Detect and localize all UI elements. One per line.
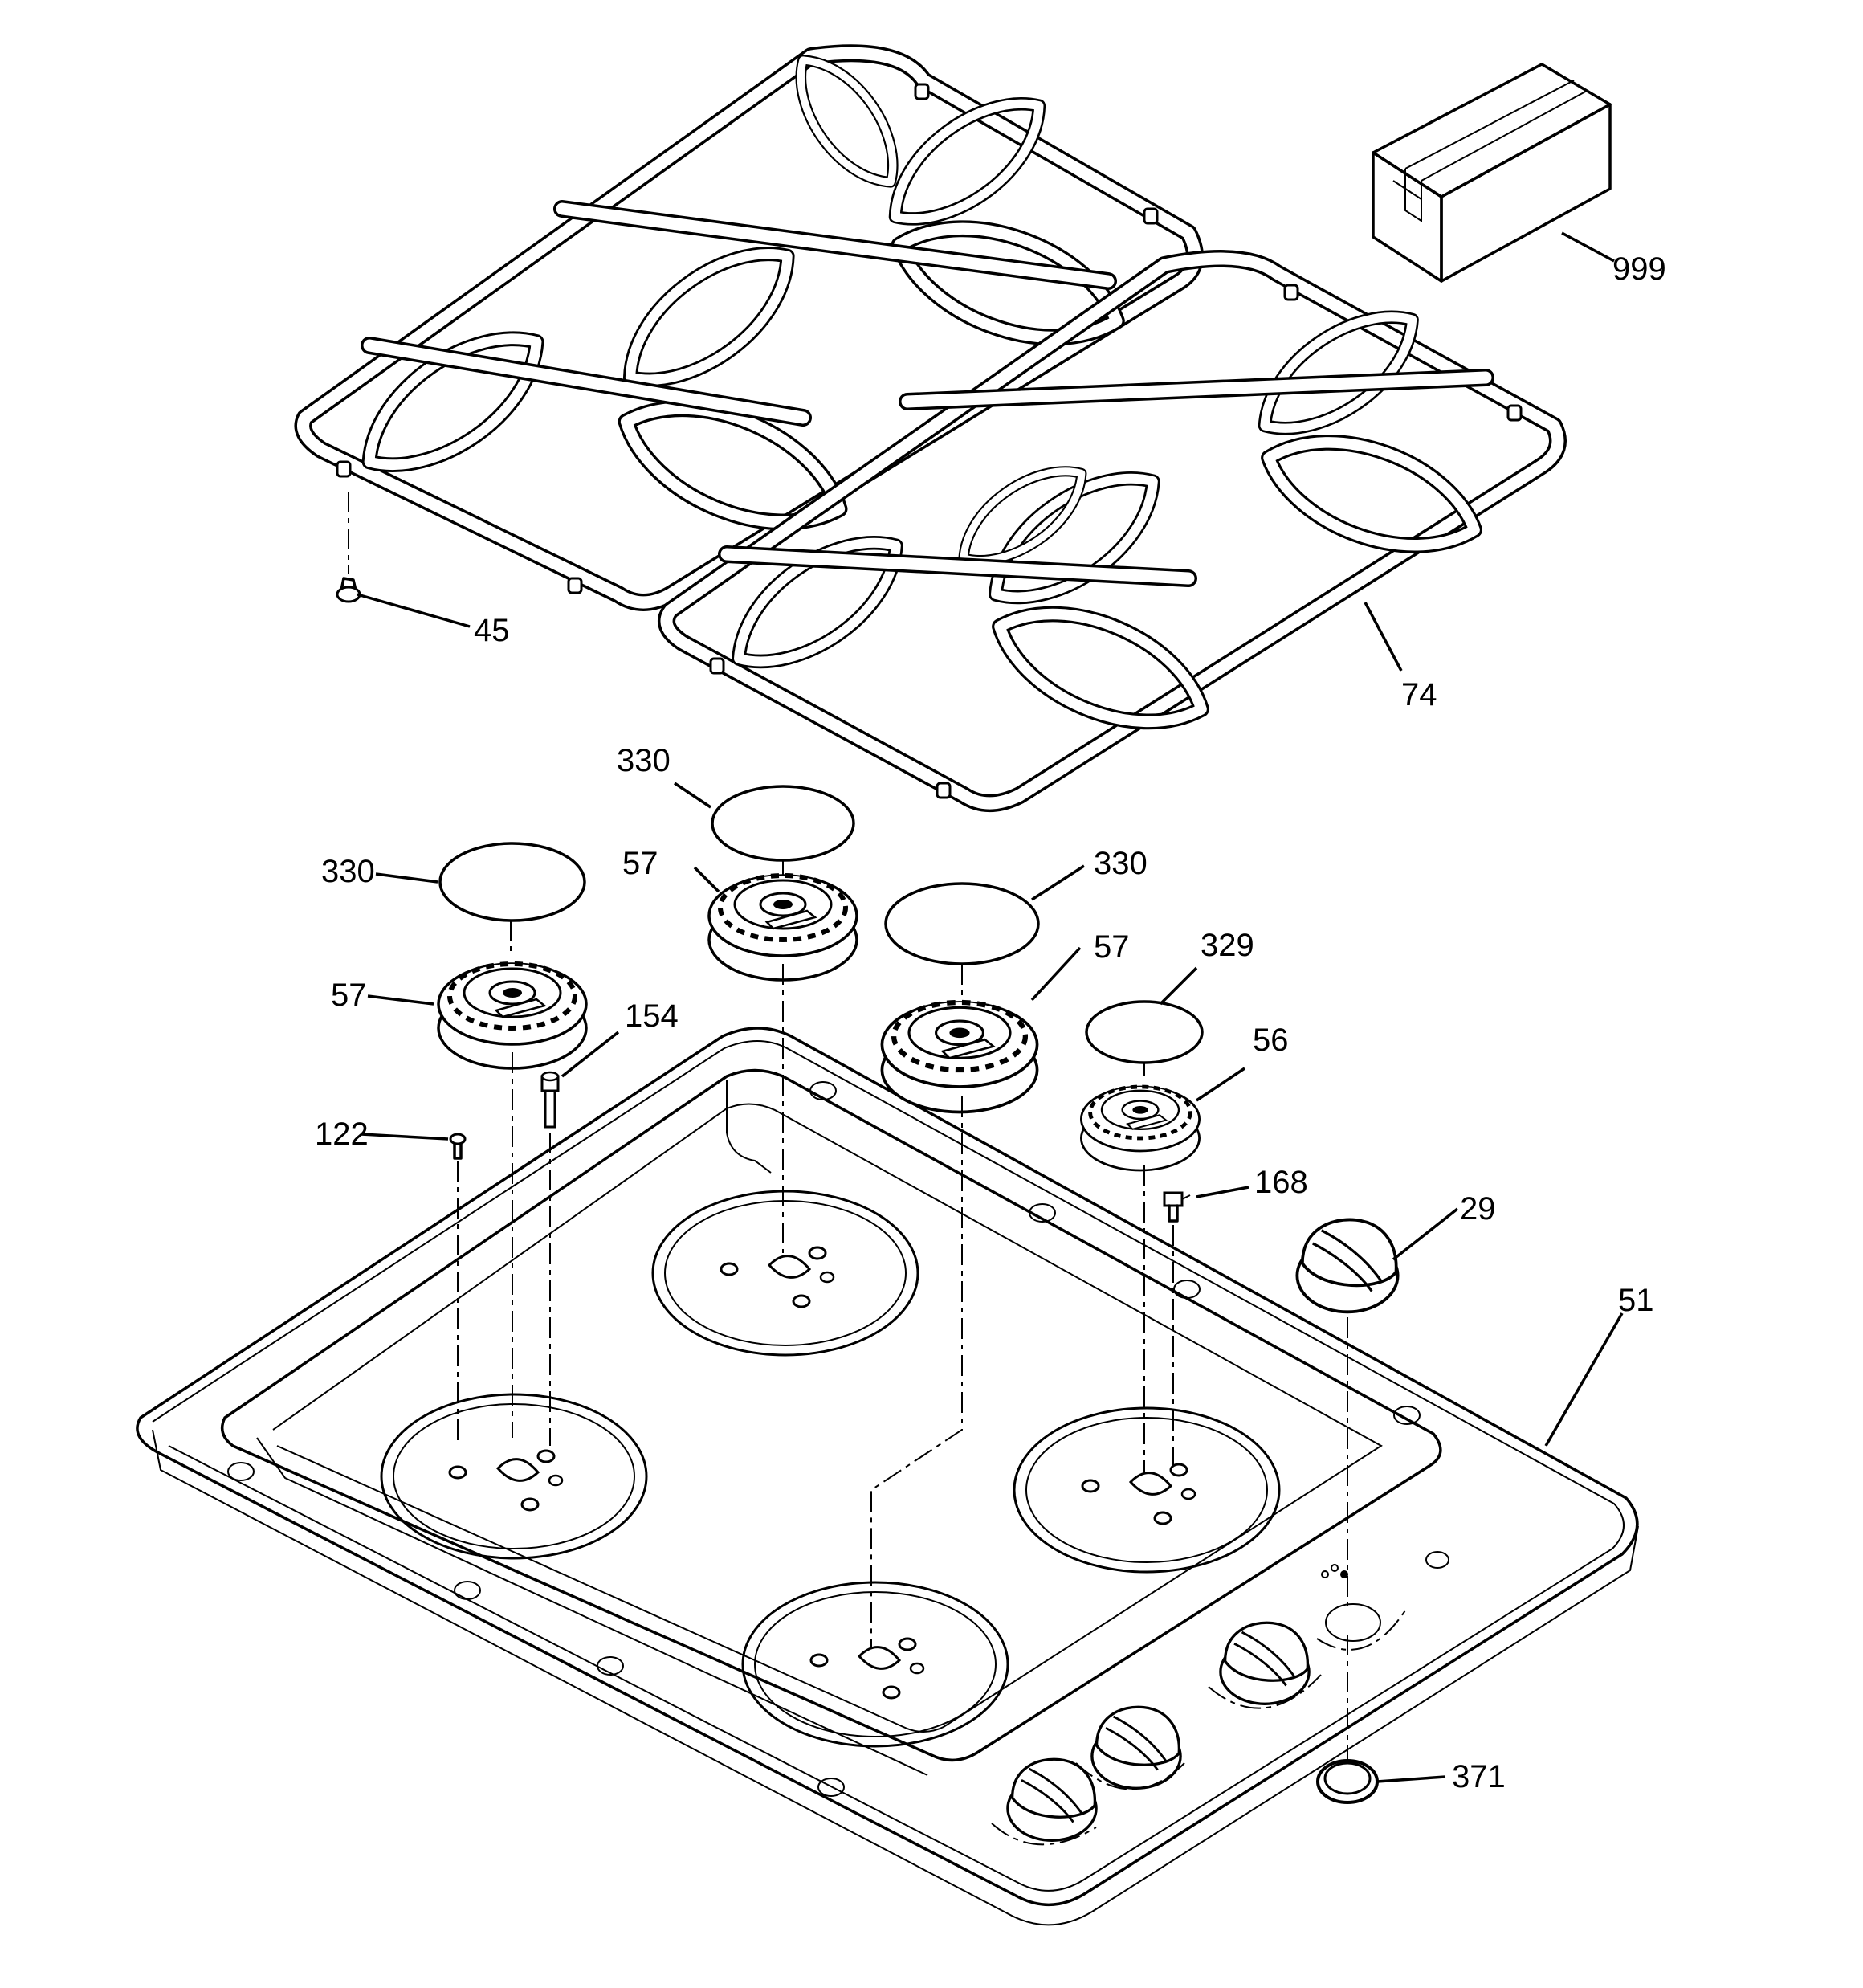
callout-45: 45 <box>474 613 510 648</box>
grate-feet <box>336 83 1523 799</box>
burner-caps <box>438 785 1204 1064</box>
callout-999: 999 <box>1612 251 1666 287</box>
burner-opening-front-right <box>741 1581 1009 1748</box>
callout-74: 74 <box>1401 677 1437 712</box>
burner-cap-center <box>711 785 855 862</box>
burner-head-small <box>1081 1087 1199 1170</box>
left-grate <box>294 41 1204 611</box>
callout-51: 51 <box>1618 1283 1654 1318</box>
right-grate <box>658 250 1567 812</box>
burner-opening-front-left <box>380 1393 648 1560</box>
burner-cap-small <box>1085 1000 1204 1064</box>
callout-330-right: 330 <box>1094 846 1148 881</box>
callout-57-left: 57 <box>331 978 367 1013</box>
callout-labels: 999 45 74 330 330 330 57 57 57 329 56 15… <box>315 251 1666 1794</box>
callout-29: 29 <box>1460 1191 1496 1227</box>
knob-bezel-371 <box>1316 1759 1379 1804</box>
assembly-center-lines <box>348 492 1348 1763</box>
callout-57-right: 57 <box>1094 929 1130 965</box>
burner-cap-right <box>884 882 1040 965</box>
burner-opening-rear-left <box>651 1190 919 1357</box>
control-knob-rear-left <box>1090 1705 1182 1790</box>
callout-371: 371 <box>1452 1759 1506 1794</box>
mounting-holes <box>227 1081 1421 1797</box>
callout-56: 56 <box>1253 1023 1289 1058</box>
callout-329: 329 <box>1201 928 1254 963</box>
electrode-154 <box>540 1071 560 1129</box>
control-panel-symbols <box>1321 1551 1449 1578</box>
burner-cap-left <box>438 842 586 922</box>
control-knob-front-right <box>1219 1621 1311 1705</box>
knob-opening-rear-right <box>1325 1603 1381 1642</box>
cooktop-main-top <box>136 1027 1639 1926</box>
callout-leaders <box>357 231 1624 1783</box>
screw-122 <box>449 1133 467 1160</box>
grate-foot-bumper <box>336 577 361 603</box>
control-knob-front-left <box>1006 1757 1098 1842</box>
callout-154: 154 <box>625 998 679 1034</box>
burner-opening-rear-right <box>1013 1406 1281 1574</box>
burner-head-right <box>882 1002 1037 1112</box>
grate-assembly <box>294 41 1567 812</box>
callout-330-left: 330 <box>321 854 375 889</box>
knob-29 <box>1295 1218 1400 1314</box>
callout-330-center: 330 <box>617 743 671 778</box>
electrode-168 <box>1163 1191 1191 1223</box>
callout-122: 122 <box>315 1116 369 1152</box>
literature-package-box <box>1372 63 1612 283</box>
callout-57-center: 57 <box>622 846 658 881</box>
callout-168: 168 <box>1254 1165 1308 1200</box>
